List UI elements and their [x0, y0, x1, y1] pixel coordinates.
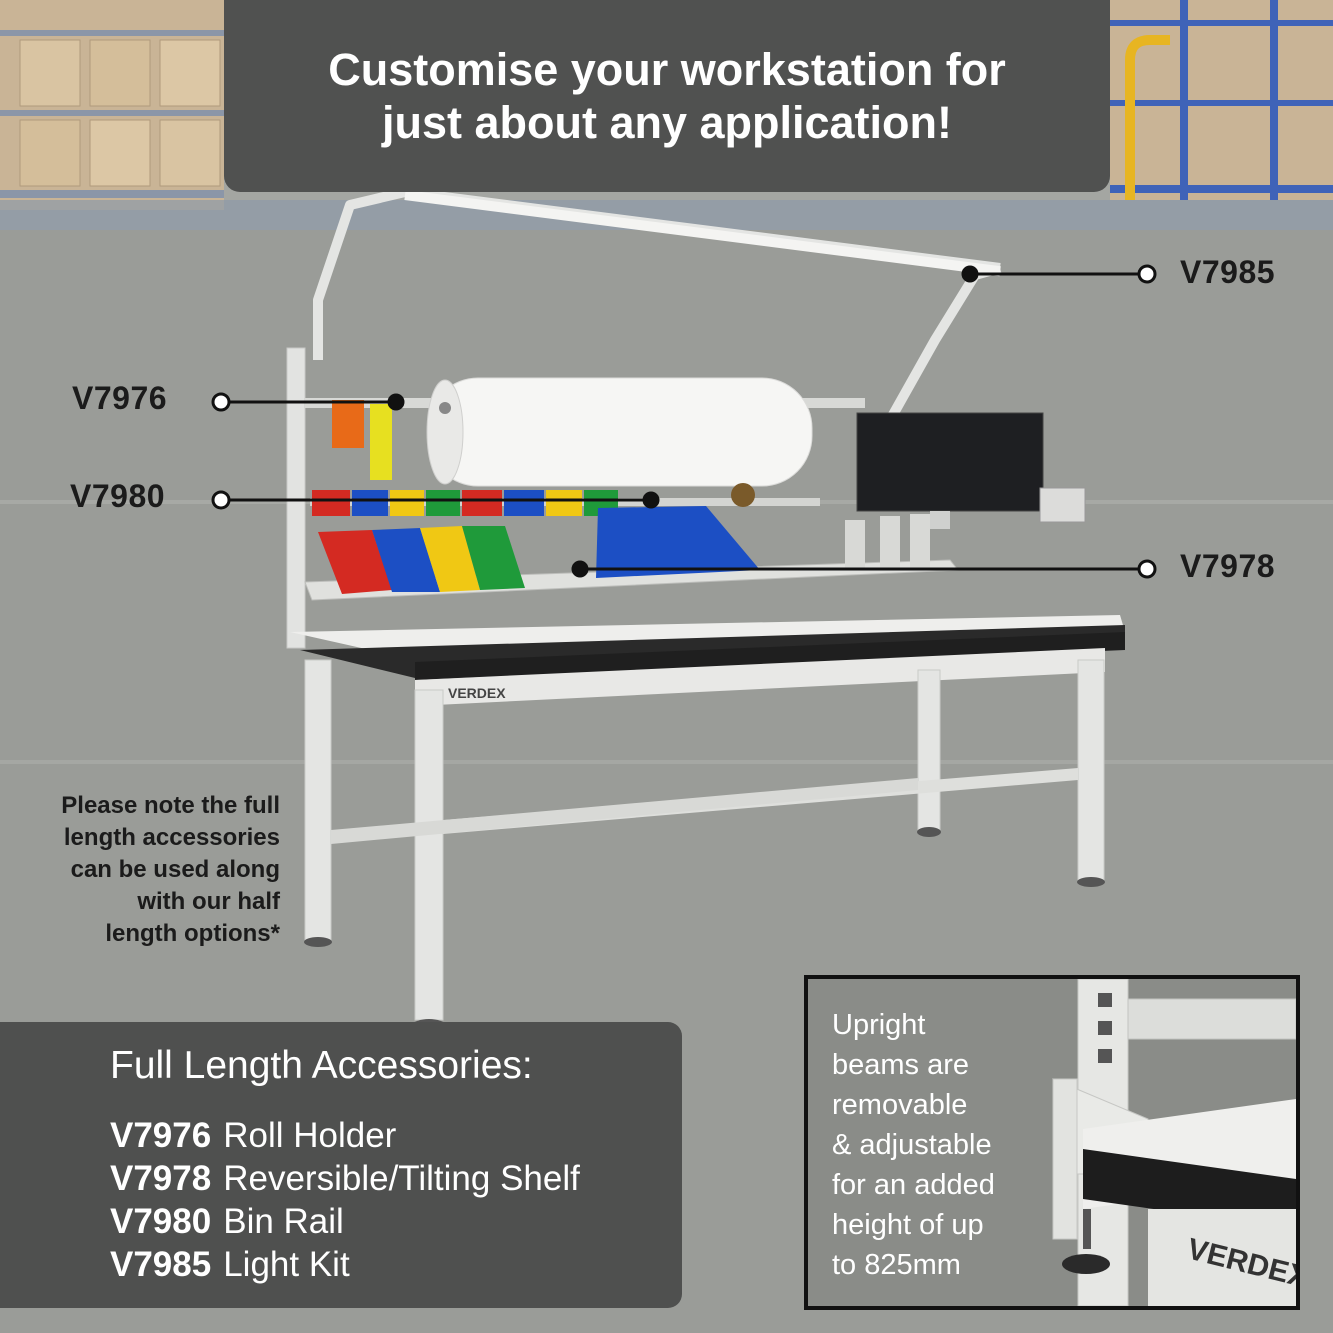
upright-line: to 825mm — [832, 1249, 961, 1281]
upright-closeup-photo — [808, 979, 1296, 1306]
label-roll-yellow — [370, 404, 392, 480]
label-roll-orange — [332, 400, 364, 448]
upright-line: for an added — [832, 1169, 995, 1201]
accessory-code: V7978 — [110, 1159, 212, 1198]
upright-line: Upright — [832, 1009, 926, 1041]
tape-dispenser — [731, 483, 755, 507]
upright-text: Upright beams are removable & adjustable… — [832, 1005, 1052, 1285]
accessory-name: Light Kit — [223, 1245, 350, 1284]
upright-line: & adjustable — [832, 1129, 992, 1161]
paper-roll — [427, 377, 813, 487]
light-tube — [404, 190, 1001, 277]
callout-roll-holder: V7976 — [72, 380, 168, 416]
note-line: length accessories — [63, 824, 280, 851]
upright-info-box: Upright beams are removable & adjustable… — [804, 975, 1300, 1310]
upright-post — [286, 347, 306, 649]
accessory-item: V7978 Reversible/Tilting Shelf — [110, 1157, 580, 1200]
accessory-item: V7976 Roll Holder — [110, 1114, 580, 1157]
upright-line: height of up — [832, 1209, 984, 1241]
accessory-code: V7980 — [110, 1202, 212, 1241]
upright-line: beams are — [832, 1049, 970, 1081]
small-bins — [312, 490, 618, 516]
note-line: length options* — [105, 920, 280, 947]
accessory-item: V7980 Bin Rail — [110, 1200, 580, 1243]
large-bins — [318, 506, 760, 594]
bench — [290, 615, 1125, 1031]
callout-bin-rail: V7980 — [70, 478, 166, 514]
accessory-item: V7985 Light Kit — [110, 1243, 580, 1286]
headline-line-2: just about any application! — [381, 97, 953, 148]
accessory-code: V7976 — [110, 1116, 212, 1155]
note-line: can be used along — [70, 856, 280, 883]
roll-end — [426, 379, 464, 485]
upright-line: removable — [832, 1089, 968, 1121]
half-length-note: Please note the full length accessories … — [10, 790, 280, 950]
headline-line-1: Customise your workstation for — [328, 44, 1006, 95]
accessory-name: Roll Holder — [223, 1116, 397, 1155]
accessories-title: Full Length Accessories: — [110, 1044, 533, 1087]
accessory-code: V7985 — [110, 1245, 212, 1284]
bench-brand: VERDEX — [448, 685, 506, 701]
accessory-name: Reversible/Tilting Shelf — [223, 1159, 580, 1198]
callout-light-kit: V7985 — [1180, 254, 1276, 290]
callout-lines — [211, 264, 1157, 579]
warehouse-shelving-left — [0, 0, 224, 210]
accessories-list: V7976 Roll Holder V7978 Reversible/Tilting… — [110, 1114, 580, 1286]
note-line: with our half — [137, 888, 280, 915]
note-line: Please note the full — [61, 792, 280, 819]
headline-banner: Customise your workstation for just abou… — [224, 0, 1110, 192]
callout-shelf: V7978 — [1180, 548, 1276, 584]
accessories-panel: Full Length Accessories: V7976 Roll Holde… — [0, 1022, 682, 1308]
accessory-name: Bin Rail — [223, 1202, 344, 1241]
warehouse-shelving-right — [1110, 0, 1333, 200]
monitor — [856, 412, 1086, 529]
